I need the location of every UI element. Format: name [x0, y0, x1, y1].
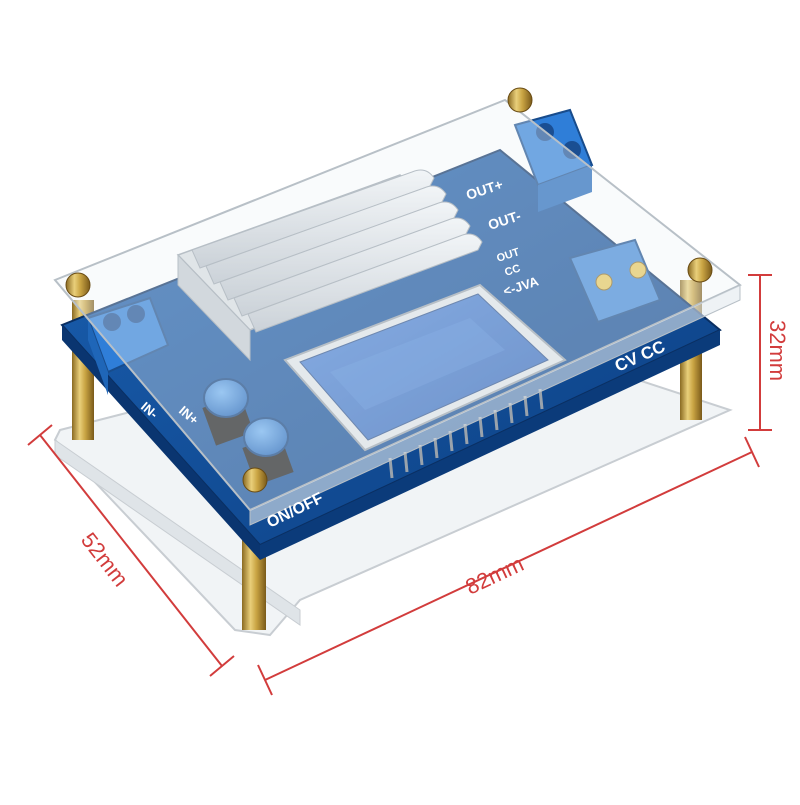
output-terminal-block [513, 108, 594, 212]
screw-head-icon [687, 257, 713, 283]
pot-screw-icon [595, 273, 613, 291]
screw-icon [103, 313, 121, 331]
pot-screw-icon [629, 261, 647, 279]
top-acrylic-plate [53, 98, 742, 526]
height-dimension-label: 32mm [765, 320, 790, 381]
potentiometers [568, 238, 662, 324]
screw-icon [563, 141, 581, 159]
depth-dimension-line [39, 434, 223, 667]
dimension-annotations [27, 274, 772, 696]
label-cc: CC [503, 263, 522, 279]
input-terminal-block [86, 296, 170, 395]
adjust-button [203, 378, 249, 418]
screw-head-icon [242, 467, 268, 493]
width-dimension-line [264, 451, 753, 681]
screw-icon [127, 305, 145, 323]
screw-head-icon [65, 272, 91, 298]
brass-screw-heads [65, 87, 713, 493]
screw-head-icon [507, 87, 533, 113]
width-dimension-label: 82mm [462, 551, 528, 599]
on-off-button [243, 417, 289, 457]
header-pins [388, 388, 544, 479]
lcd-display [283, 283, 567, 452]
aluminum-heatsink [176, 169, 483, 362]
depth-dimension-label: 52mm [76, 528, 133, 592]
